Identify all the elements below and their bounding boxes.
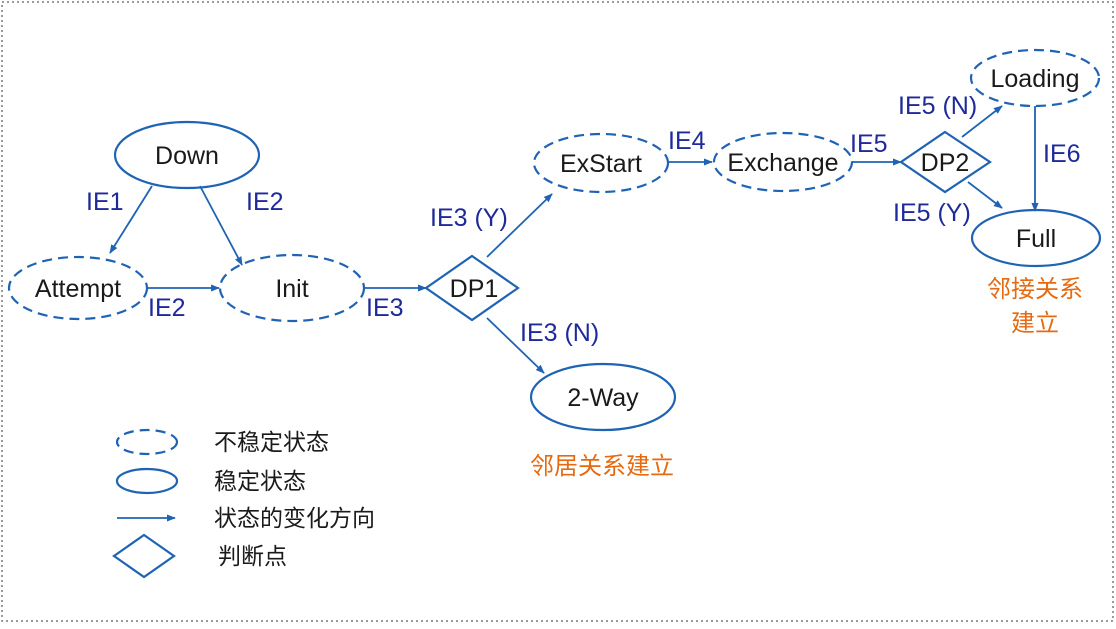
node-label-attempt: Attempt	[35, 275, 121, 303]
annotation-full-line2: 建立	[1011, 310, 1059, 337]
edge-dp1-exstart	[486, 193, 553, 258]
legend-item-decision: 判断点	[112, 533, 287, 579]
legend-item-unstable: 不稳定状态	[115, 428, 329, 456]
legend-label-decision: 判断点	[218, 543, 287, 569]
edges	[109, 105, 1039, 374]
edge-label-ie4: IE4	[668, 127, 706, 155]
annotation-twoway: 邻居关系建立	[530, 453, 674, 480]
node-full: Full	[970, 208, 1102, 268]
legend: 不稳定状态 稳定状态 状态的变化方向 判断点	[112, 428, 375, 579]
node-dp2: DP2	[899, 130, 992, 194]
node-label-exstart: ExStart	[560, 150, 642, 178]
node-label-full: Full	[1016, 225, 1056, 253]
node-down: Down	[113, 120, 261, 190]
edge-label-ie5: IE5	[850, 130, 888, 158]
edge-dp2-full	[967, 181, 1003, 209]
node-twoway: 2-Way	[529, 362, 677, 432]
node-label-dp1: DP1	[450, 275, 499, 303]
edge-label-ie2-down-init: IE2	[246, 188, 284, 216]
node-exchange: Exchange	[712, 131, 854, 193]
edge-down-attempt	[109, 185, 153, 254]
node-attempt: Attempt	[7, 255, 149, 321]
edge-label-ie3-y: IE3 (Y)	[430, 204, 508, 232]
node-label-loading: Loading	[991, 65, 1080, 93]
edge-label-ie1: IE1	[86, 188, 124, 216]
legend-dashed-ellipse	[115, 428, 179, 456]
edge-label-ie3: IE3	[366, 294, 404, 322]
edge-label-ie5-n: IE5 (N)	[898, 92, 977, 120]
edge-label-ie6: IE6	[1043, 140, 1081, 168]
node-init: Init	[218, 253, 366, 323]
node-exstart: ExStart	[532, 132, 670, 194]
node-loading: Loading	[969, 48, 1101, 108]
edge-dp1-twoway	[486, 317, 545, 374]
legend-solid-ellipse	[115, 467, 179, 495]
edge-label-ie2-attempt-init: IE2	[148, 294, 186, 322]
legend-label-stable: 稳定状态	[214, 468, 306, 494]
legend-item-direction: 状态的变化方向	[117, 505, 375, 531]
node-dp1: DP1	[424, 254, 520, 322]
node-label-exchange: Exchange	[727, 149, 838, 177]
legend-label-unstable: 不稳定状态	[214, 429, 329, 455]
legend-item-stable: 稳定状态	[115, 467, 306, 495]
edge-labels: IE1 IE2 IE2 IE3 IE3 (Y) IE3 (N) IE4 IE5 …	[86, 92, 1081, 347]
edge-label-ie3-n: IE3 (N)	[520, 319, 599, 347]
legend-label-direction: 状态的变化方向	[214, 505, 375, 531]
annotation-full-line1: 邻接关系	[987, 276, 1083, 303]
node-label-down: Down	[155, 142, 219, 170]
legend-diamond	[112, 533, 176, 579]
node-label-init: Init	[275, 275, 308, 303]
edge-down-init	[199, 185, 243, 266]
edge-label-ie5-y: IE5 (Y)	[893, 199, 971, 227]
edge-dp2-loading	[961, 105, 1003, 138]
node-label-twoway: 2-Way	[567, 384, 639, 412]
node-label-dp2: DP2	[921, 149, 970, 177]
